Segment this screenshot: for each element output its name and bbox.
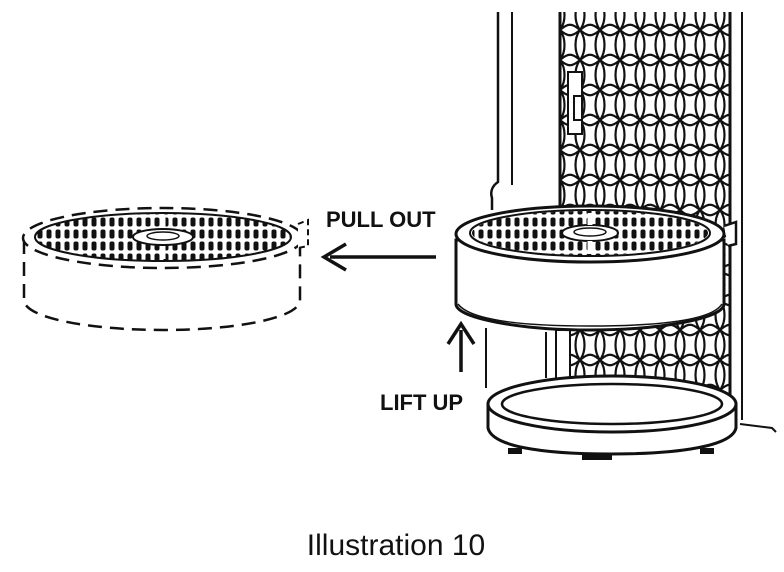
arrow-left-icon [320,242,436,272]
illustration-caption: Illustration 10 [307,529,485,562]
arrow-up-icon [446,320,476,372]
lift-up-label: LIFT UP [380,390,463,415]
removed-tray-outline [21,206,309,332]
pull-out-label: PULL OUT [326,207,436,232]
base-tray [486,374,777,460]
water-tray [454,204,738,332]
